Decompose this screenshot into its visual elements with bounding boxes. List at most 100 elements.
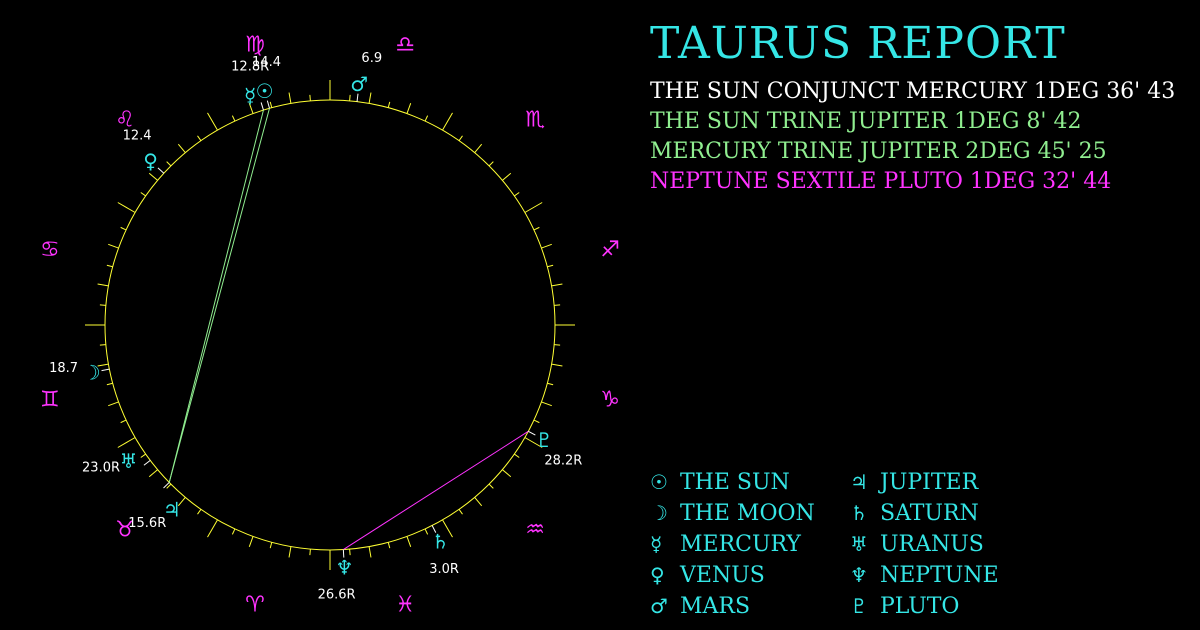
scorpio-sign-icon: ♏	[525, 107, 545, 132]
legend-item-saturn: ♄Saturn	[850, 498, 999, 529]
taurus-sign-icon: ♉	[115, 518, 135, 543]
degree-tick	[458, 509, 463, 515]
cancer-sign-icon: ♋	[40, 237, 60, 262]
degree-tick	[140, 192, 146, 197]
degree-tick	[148, 469, 158, 478]
degree-tick	[117, 202, 136, 213]
degree-tick	[207, 112, 218, 131]
planet-legend-right: ♃Jupiter ♄Saturn ♅Uranus ♆Neptune ♇Pluto	[850, 467, 999, 622]
degree-tick	[551, 283, 563, 287]
degree-tick	[99, 344, 106, 346]
jupiter-degree-label: 15.6R	[128, 516, 166, 531]
moon-icon: ☽	[650, 501, 668, 525]
degree-tick	[231, 528, 236, 535]
degree-tick	[442, 112, 453, 131]
aspect-mercury-trine-jupiter: MERCURY TRINE JUPITER 2DEG 45' 25	[650, 139, 1107, 164]
degree-tick	[387, 101, 391, 108]
aspect-line-sun-jupiter	[168, 108, 270, 483]
venus-marker	[157, 167, 165, 174]
sun-icon: ☉	[650, 470, 668, 494]
jupiter-icon: ♃	[850, 470, 868, 494]
gemini-sign-icon: ♊	[40, 388, 60, 413]
degree-tick	[349, 94, 351, 101]
degree-tick	[533, 226, 540, 231]
degree-tick	[474, 497, 483, 507]
aspect-sun-trine-jupiter: THE SUN TRINE JUPITER 1DEG 8' 42	[650, 109, 1082, 134]
venus-icon: ♀	[650, 563, 665, 587]
degree-tick	[177, 497, 186, 507]
degree-tick	[474, 143, 483, 153]
degree-tick	[554, 304, 561, 306]
degree-tick	[231, 115, 236, 122]
libra-sign-icon: ♎	[395, 32, 415, 57]
neptune-icon: ♆	[850, 563, 868, 587]
natal-chart-wheel: ♈♉♊♋♌♍♎♏♐♑♒♓☉14.4☽18.7☿12.8R♀12.4♂6.9♃15…	[40, 32, 620, 617]
degree-tick	[309, 549, 311, 556]
uranus-marker	[143, 460, 151, 466]
aspect-sun-conjunct-mercury: THE SUN CONJUNCT MERCURY 1DEG 36' 43	[650, 79, 1176, 104]
degree-tick	[269, 101, 273, 108]
degree-tick	[248, 103, 254, 114]
legend-item-mercury: ☿Mercury	[650, 529, 815, 560]
degree-tick	[349, 549, 351, 556]
degree-tick	[488, 161, 494, 167]
virgo-sign-icon: ♍	[245, 32, 265, 57]
mercury-marker	[260, 102, 264, 111]
degree-tick	[514, 192, 520, 197]
report-title: Taurus Report	[650, 18, 1066, 69]
degree-tick	[108, 243, 119, 249]
degree-tick	[106, 264, 113, 268]
sun-degree-label: 14.4	[252, 55, 281, 70]
degree-tick	[117, 437, 136, 448]
degree-tick	[442, 519, 453, 538]
degree-tick	[148, 172, 158, 181]
saturn-icon: ♄	[850, 501, 868, 525]
degree-tick	[269, 542, 273, 549]
mercury-icon: ☿	[244, 84, 256, 108]
leo-sign-icon: ♌	[115, 107, 135, 132]
degree-tick	[207, 519, 218, 538]
degree-tick	[554, 344, 561, 346]
aquarius-sign-icon: ♒	[525, 518, 545, 543]
degree-tick	[488, 483, 494, 489]
aspect-neptune-sextile-pluto: NEPTUNE SEXTILE PLUTO 1DEG 32' 44	[650, 169, 1112, 194]
degree-tick	[120, 419, 127, 424]
degree-tick	[424, 115, 429, 122]
degree-tick	[387, 542, 391, 549]
degree-tick	[197, 135, 202, 141]
pluto-marker	[528, 430, 536, 436]
sagittarius-sign-icon: ♐	[600, 237, 620, 262]
jupiter-icon: ♃	[163, 498, 181, 522]
degree-tick	[406, 536, 412, 547]
mercury-degree-label: 12.8R	[231, 60, 269, 75]
legend-item-venus: ♀Venus	[650, 560, 815, 591]
degree-tick	[108, 401, 119, 407]
degree-tick	[97, 363, 109, 367]
uranus-degree-label: 23.0R	[82, 461, 120, 476]
venus-icon: ♀	[143, 149, 158, 173]
degree-tick	[166, 161, 172, 167]
saturn-degree-label: 3.0R	[429, 562, 459, 577]
degree-tick	[140, 453, 146, 458]
degree-tick	[97, 283, 109, 287]
aspect-line-neptune-pluto	[343, 430, 529, 551]
capricorn-sign-icon: ♑	[600, 388, 620, 413]
degree-tick	[524, 202, 543, 213]
degree-tick	[424, 528, 429, 535]
legend-item-mars: ♂Mars	[650, 591, 815, 622]
degree-tick	[524, 437, 543, 448]
legend-item-sun: ☉The Sun	[650, 467, 815, 498]
degree-tick	[502, 172, 512, 181]
mars-icon: ♂	[350, 72, 368, 96]
degree-tick	[547, 382, 554, 386]
degree-tick	[458, 135, 463, 141]
degree-tick	[99, 304, 106, 306]
report-panel: Taurus Report THE SUN CONJUNCT MERCURY 1…	[650, 18, 1190, 197]
degree-tick	[106, 382, 113, 386]
pluto-degree-label: 28.2R	[544, 453, 582, 468]
pluto-icon: ♇	[850, 594, 868, 618]
degree-tick	[541, 243, 552, 249]
saturn-icon: ♄	[431, 530, 449, 554]
mars-marker	[356, 93, 359, 102]
sun-icon: ☉	[256, 79, 274, 103]
